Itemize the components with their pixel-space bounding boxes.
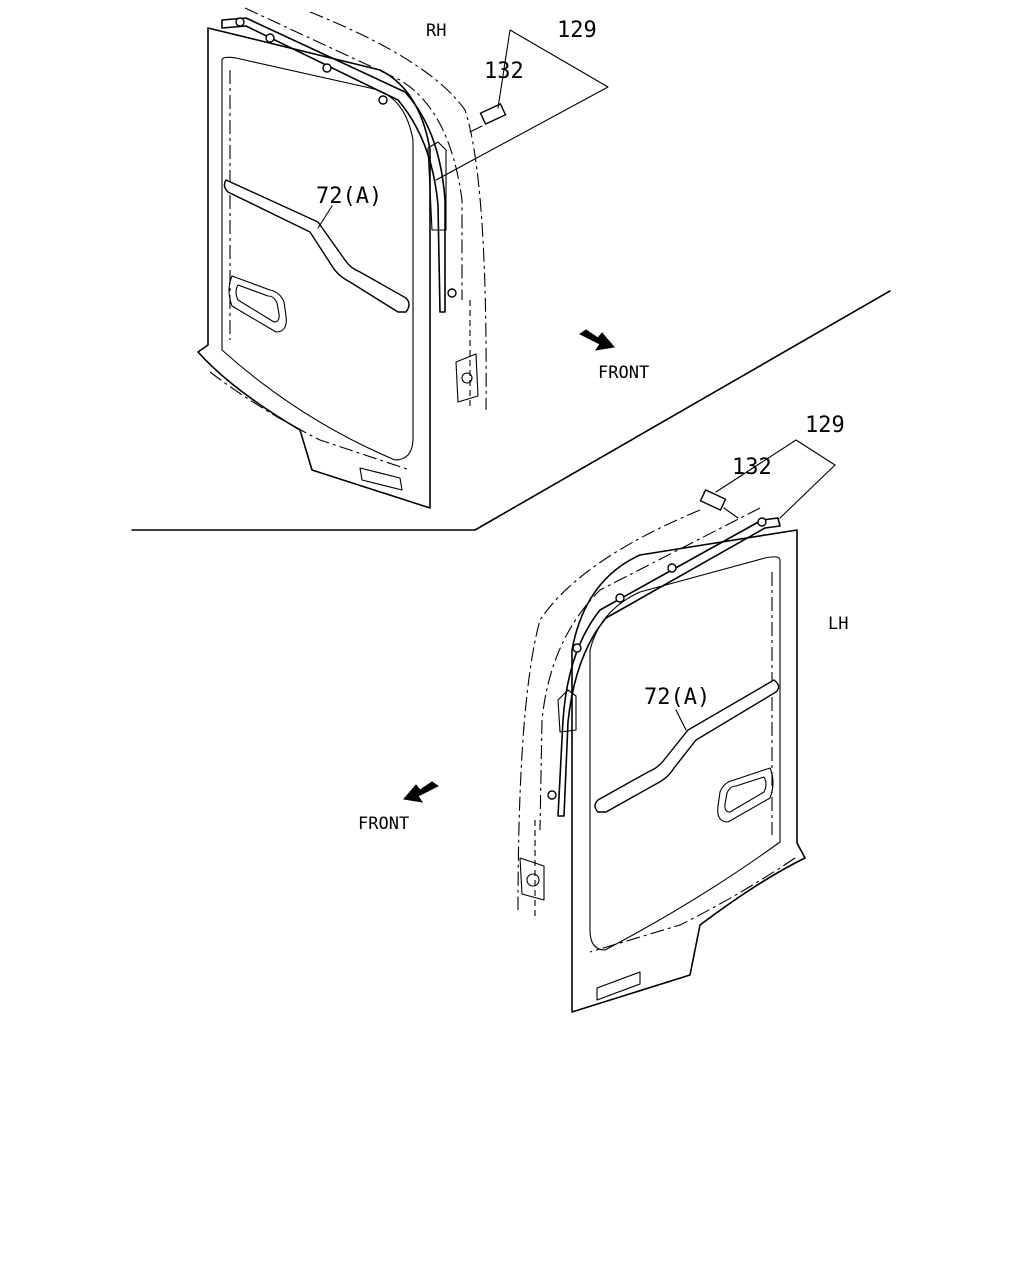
rh-door-window-frame: [221, 56, 414, 461]
rh-door-molding-72a: [223, 179, 410, 313]
rh-leader-72a: [317, 205, 333, 229]
lh-rail-upper-bracket: [557, 689, 577, 733]
lh-front-label: FRONT: [358, 814, 409, 834]
rh-door-assembly: [197, 7, 609, 509]
rh-body-pillar-dashline: [309, 11, 487, 411]
lh-callout-132: 132: [732, 455, 772, 480]
rh-door-rail-dashline: [244, 7, 463, 300]
lh-callout-129: 129: [805, 413, 845, 438]
lh-side-label: LH: [828, 614, 848, 634]
rh-side-label: RH: [426, 21, 446, 41]
rh-rail-clips: [235, 17, 457, 298]
lh-door-assembly: [517, 439, 836, 1013]
rh-door-lower-dashline: [209, 371, 411, 471]
lh-leader-129: [715, 439, 836, 519]
lh-front-arrow-icon: [403, 781, 439, 803]
rh-door-handle: [228, 275, 287, 333]
lh-door-lower-dashline: [589, 857, 796, 953]
lh-door-handle: [717, 767, 774, 823]
lh-door-molding-72a: [594, 679, 780, 813]
lh-door-rail-129: [557, 517, 781, 817]
rh-door-outer-panel: [197, 27, 431, 509]
lh-hinge-hole: [526, 873, 540, 887]
rh-front-arrow-icon: [579, 329, 615, 351]
lh-door-reflector: [596, 971, 641, 1001]
lh-door-window-frame: [589, 556, 781, 951]
view-separator-line: [131, 290, 891, 531]
lh-door-outer-panel: [571, 529, 806, 1013]
lh-callout-72a: 72(A): [644, 685, 710, 710]
rh-callout-72a: 72(A): [316, 184, 382, 209]
lh-body-pillar-dashline: [517, 509, 701, 911]
rh-rail-upper-bracket: [427, 141, 447, 231]
rh-door-reflector: [359, 467, 403, 491]
rh-hinge-hole: [461, 372, 473, 384]
lh-leader-72a: [675, 709, 687, 731]
rh-callout-132: 132: [484, 59, 524, 84]
rh-callout-129: 129: [557, 18, 597, 43]
rh-front-label: FRONT: [598, 363, 649, 383]
lh-hinge-plate: [519, 857, 545, 901]
lh-fastener-132: [699, 488, 739, 519]
rh-hinge-plate: [455, 353, 479, 403]
rh-fastener-132: [469, 102, 507, 133]
rh-leader-129: [435, 29, 609, 181]
rh-door-rail-129: [221, 17, 446, 313]
lh-rail-clips: [547, 517, 767, 800]
lh-door-rail-dashline: [539, 507, 761, 831]
